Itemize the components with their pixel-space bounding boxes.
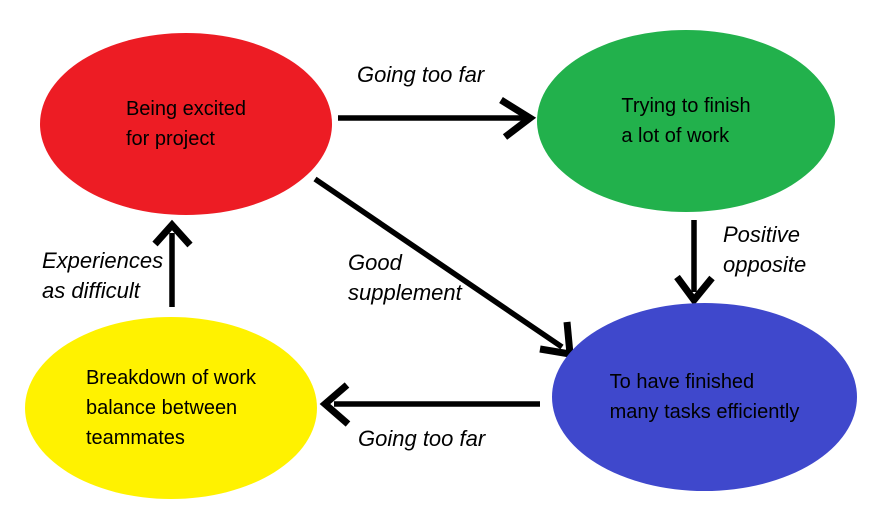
node-finished-tasks: To have finished many tasks efficiently	[552, 303, 857, 491]
node-trying-to-finish: Trying to finish a lot of work	[537, 30, 835, 212]
node-trying-to-finish-label: Trying to finish a lot of work	[621, 95, 751, 147]
edge-label-positive-opposite: Positive opposite	[723, 222, 807, 277]
arrow-trying-to-finished	[674, 220, 715, 306]
arrow-excited-to-trying	[338, 97, 537, 140]
node-finished-tasks-label: To have finished many tasks efficiently	[609, 371, 800, 423]
edge-label-going-too-far-bottom: Going too far	[358, 426, 486, 451]
node-being-excited-label: Being excited for project	[125, 98, 247, 150]
edge-label-going-too-far-top: Going too far	[357, 62, 485, 87]
edge-label-experiences-as-difficult: Experiences as difficult	[42, 248, 164, 303]
node-breakdown-work-balance: Breakdown of work balance between teamma…	[25, 317, 317, 499]
node-breakdown-work-balance-label: Breakdown of work balance between teamma…	[85, 367, 257, 449]
node-being-excited: Being excited for project	[40, 33, 332, 215]
arrow-finished-to-breakdown	[319, 382, 540, 427]
edge-label-good-supplement: Good supplement	[348, 250, 462, 305]
